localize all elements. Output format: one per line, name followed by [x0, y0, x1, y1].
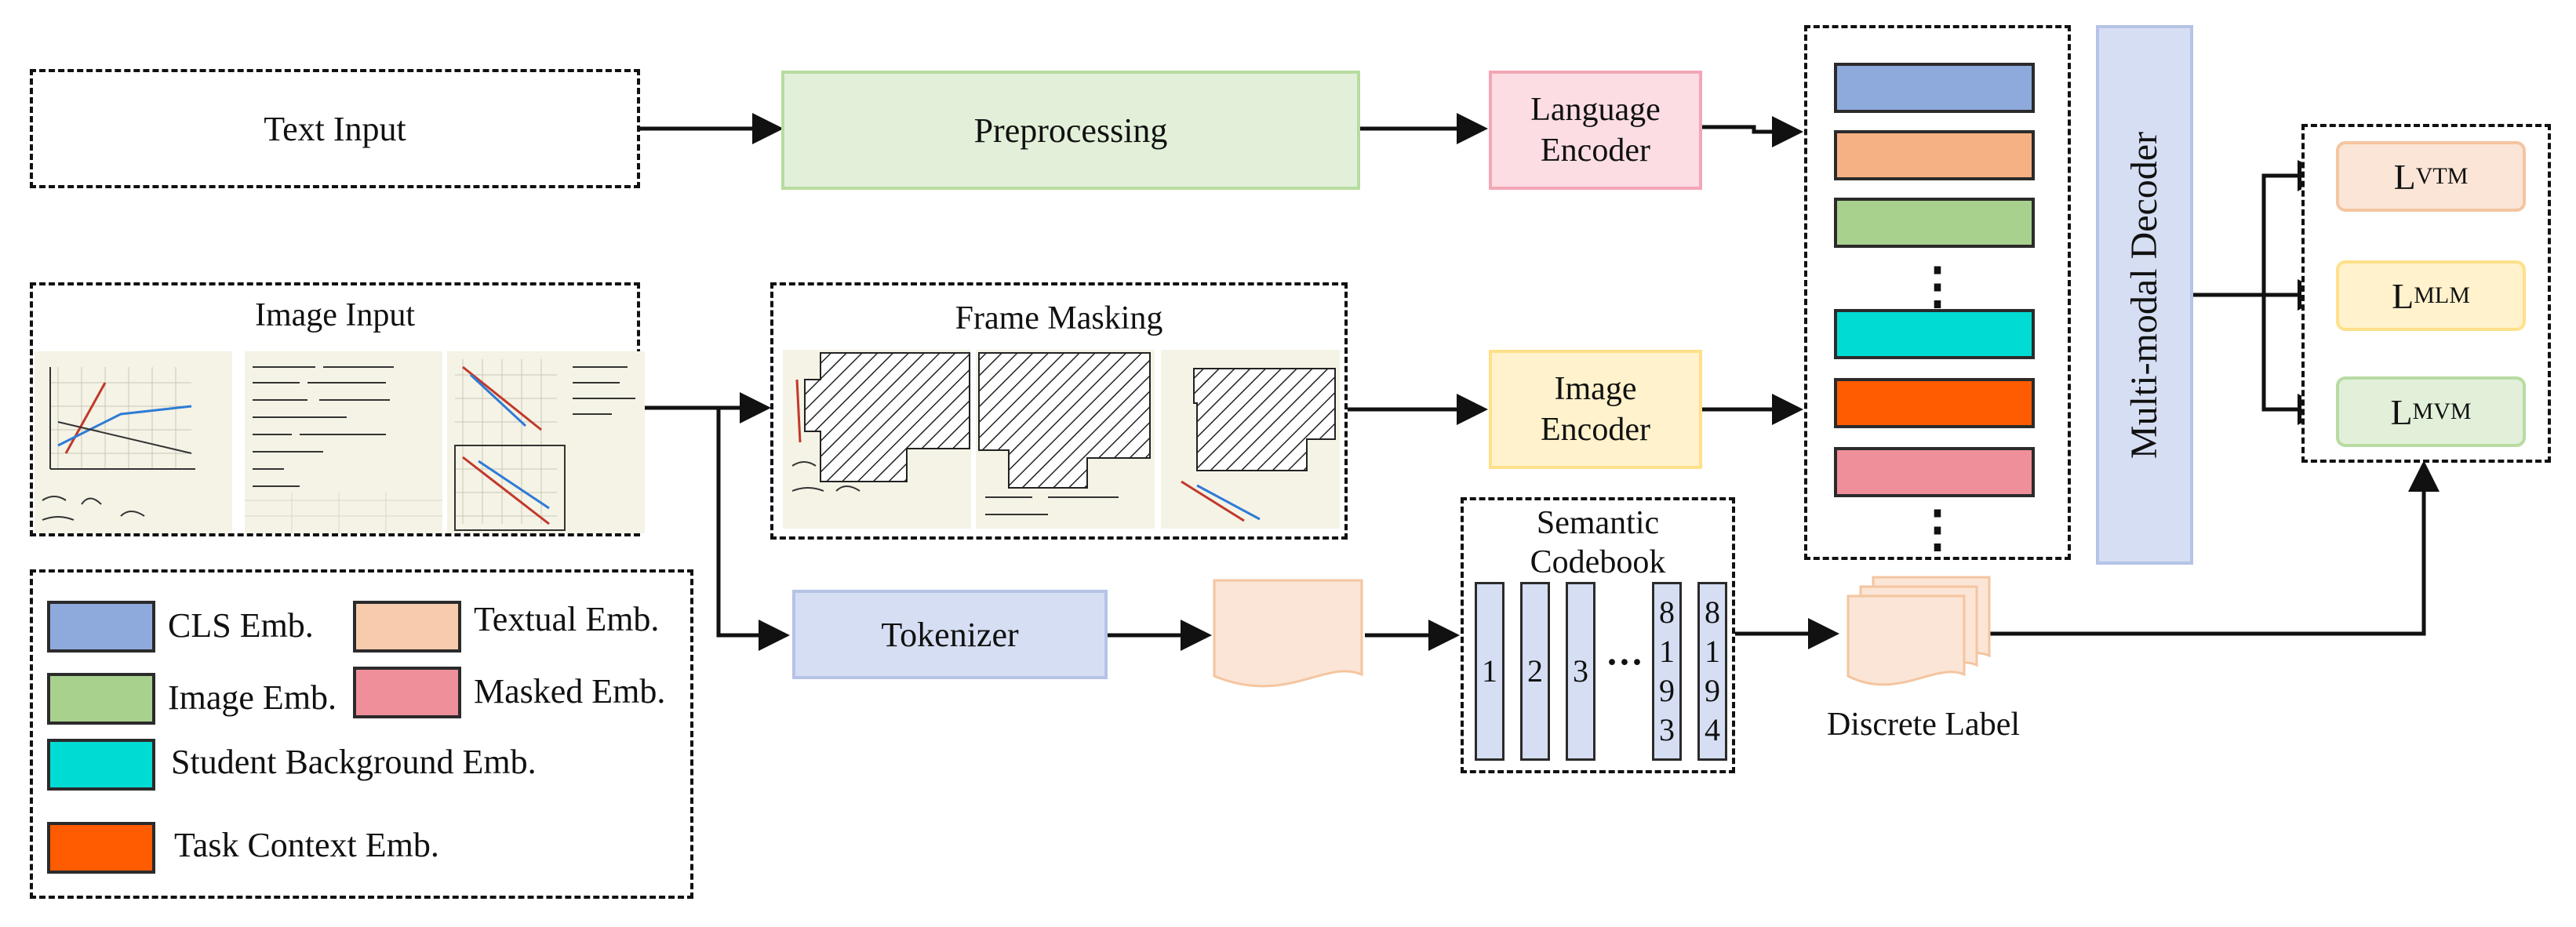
codebook-title: Semantic Codebook	[1530, 504, 1666, 580]
preprocessing-box: Preprocessing	[781, 71, 1360, 190]
legend-label-image: Image Emb.	[168, 678, 337, 717]
legend-label-masked: Masked Emb.	[474, 672, 666, 711]
student-work-thumbnail	[245, 351, 442, 533]
codebook-entry: 8 1 9 4	[1697, 582, 1727, 761]
arrow-image-to-tokenizer	[716, 408, 790, 651]
image-encoder-box: Image Encoder	[1489, 350, 1702, 469]
legend-swatch-task-context	[47, 822, 155, 874]
masked-frames	[783, 350, 1340, 529]
cls-embedding	[1834, 63, 2035, 113]
textual-embedding	[1834, 130, 2035, 180]
stack-ellipsis-upper: ⋮	[1912, 258, 1963, 314]
legend-label-task-context: Task Context Emb.	[174, 826, 439, 864]
student-work-thumbnail	[447, 351, 645, 533]
student-work-thumbnail	[35, 351, 232, 533]
codebook-entry: 2	[1520, 582, 1550, 761]
task-context-embedding	[1834, 378, 2035, 428]
legend-swatch-cls	[47, 601, 155, 653]
codebook-ellipsis: ···	[1605, 641, 1644, 683]
language-encoder-box: Language Encoder	[1489, 71, 1702, 190]
preprocessing-label: Preprocessing	[973, 111, 1168, 150]
decoder-label: Multi-modal Decoder	[2123, 131, 2166, 459]
multimodal-decoder: Multi-modal Decoder	[2096, 25, 2193, 565]
legend-swatch-textual	[353, 601, 461, 653]
legend-swatch-masked	[353, 667, 461, 718]
language-encoder-label: Language Encoder	[1530, 91, 1661, 169]
arrow-label-to-losses	[1985, 460, 2440, 636]
semantic-codebook: Semantic Codebook 1 2 3 ··· 8 1 9 3 8 1 …	[1461, 497, 1735, 773]
tokenizer-box: Tokenizer	[792, 590, 1108, 679]
legend-label-textual: Textual Emb.	[474, 600, 660, 638]
stack-ellipsis-lower: ⋮	[1912, 501, 1963, 557]
codebook-entry: 8 1 9 3	[1652, 582, 1682, 761]
image-input-title: Image Input	[254, 296, 416, 333]
image-embedding	[1834, 198, 2035, 248]
codebook-entry: 1	[1475, 582, 1504, 761]
legend-swatch-student-background	[47, 739, 155, 791]
text-input-box: Text Input	[30, 69, 640, 188]
legend-swatch-image	[47, 673, 155, 725]
tokenizer-label: Tokenizer	[881, 615, 1019, 654]
image-encoder-label: Image Encoder	[1541, 370, 1650, 449]
image-input-box: Image Input	[30, 282, 645, 536]
discrete-label-text: Discrete Label	[1826, 707, 2021, 743]
student-background-embedding	[1834, 309, 2035, 359]
legend-label-cls: CLS Emb.	[168, 606, 314, 645]
frame-masking-title: Frame Masking	[955, 300, 1163, 336]
frame-masking-box: Frame Masking	[770, 282, 1348, 540]
legend-label-student-background: Student Background Emb.	[171, 743, 537, 781]
text-input-label: Text Input	[264, 109, 406, 148]
masked-embedding	[1834, 447, 2035, 497]
codebook-entry: 3	[1566, 582, 1595, 761]
arrow-language-encoder-to-stack	[1702, 116, 1803, 147]
embedding-stack: ⋮ ⋮	[1804, 25, 2071, 560]
legend: CLS Emb. Textual Emb. Image Emb. Masked …	[30, 569, 693, 899]
